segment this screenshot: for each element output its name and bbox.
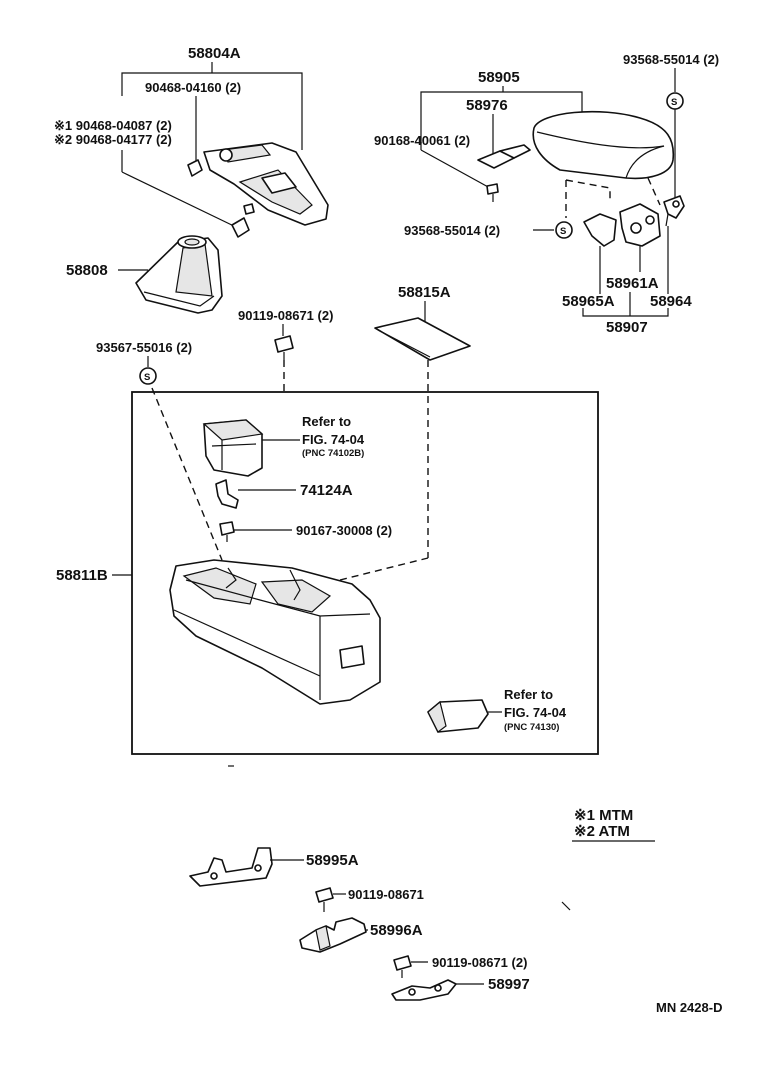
- group-refer-74130: Refer to FIG. 74-04 (PNC 74130): [427, 687, 567, 733]
- bracket-74124A[interactable]: [215, 479, 239, 509]
- label-74124A[interactable]: 74124A: [300, 482, 353, 499]
- group-58815A: 58815A: [374, 284, 471, 558]
- label-pnc-74130[interactable]: (PNC 74130): [504, 722, 559, 733]
- clip-90468-04087[interactable]: [231, 217, 250, 238]
- label-58815A[interactable]: 58815A: [398, 284, 451, 301]
- bolt-90119-08671-b[interactable]: [315, 887, 334, 903]
- group-90119-08671-b: 90119-08671: [315, 887, 424, 912]
- group-refer-74102B: Refer to FIG. 74-04 (PNC 74102B): [202, 414, 365, 477]
- clip-s-mid[interactable]: [555, 221, 573, 239]
- label-pnc-74102B[interactable]: (PNC 74102B): [302, 448, 364, 459]
- label-note2-part[interactable]: ※2 90468-04177 (2): [54, 132, 172, 147]
- label-58804A[interactable]: 58804A: [188, 45, 241, 62]
- label-58905[interactable]: 58905: [478, 69, 520, 86]
- label-93567-55016[interactable]: 93567-55016 (2): [96, 340, 192, 355]
- screw-90167-30008[interactable]: [219, 521, 235, 536]
- group-58808: 58808: [66, 235, 223, 314]
- label-58811B[interactable]: 58811B: [56, 567, 108, 584]
- label-90119-08671-c[interactable]: 90119-08671 (2): [432, 955, 527, 970]
- label-90119-08671-a[interactable]: 90119-08671 (2): [238, 308, 333, 323]
- group-90167-30008: 90167-30008 (2): [219, 521, 392, 542]
- group-58811B: 58811B: [56, 557, 429, 705]
- label-refer-2[interactable]: Refer to: [504, 687, 553, 702]
- group-90119-08671-a: 90119-08671 (2): [238, 308, 333, 392]
- group-58997: 58997: [391, 976, 530, 1001]
- label-58964[interactable]: 58964: [650, 293, 692, 310]
- group-90119-08671-c: 90119-08671 (2): [393, 955, 527, 978]
- bracket-58996A[interactable]: [299, 917, 367, 953]
- console-assembly-frame: [131, 391, 599, 755]
- bracket-58997[interactable]: [391, 979, 457, 1001]
- label-58808[interactable]: 58808: [66, 262, 108, 279]
- label-note1-part[interactable]: ※1 90468-04087 (2): [54, 118, 172, 133]
- label-90167-30008[interactable]: 90167-30008 (2): [296, 523, 392, 538]
- svg-text:S: S: [144, 372, 150, 383]
- label-58907[interactable]: 58907: [606, 319, 648, 336]
- svg-text:S: S: [671, 97, 677, 108]
- group-74124A: 74124A: [215, 479, 353, 509]
- label-refer-1[interactable]: Refer to: [302, 414, 351, 429]
- label-58976[interactable]: 58976: [466, 97, 508, 114]
- group-58804A: 58804A 90468-04160 (2) ※1 90468-04087 (2…: [54, 45, 329, 238]
- label-90119-08671-b[interactable]: 90119-08671: [348, 887, 424, 902]
- diagram-id: MN 2428-D: [656, 1000, 722, 1015]
- svg-text:S: S: [560, 226, 566, 237]
- clip-90468-04160[interactable]: [187, 159, 203, 177]
- label-58997[interactable]: 58997: [488, 976, 530, 993]
- group-93567-55016: 93567-55016 (2) S: [96, 340, 223, 561]
- label-58961A[interactable]: 58961A: [606, 275, 659, 292]
- label-58995A[interactable]: 58995A: [306, 852, 359, 869]
- bolt-90119-08671-a[interactable]: [274, 335, 294, 353]
- screw-90168-40061[interactable]: [486, 183, 499, 195]
- legend-mtm: ※1 MTM: [574, 807, 633, 824]
- bolt-90119-08671-c[interactable]: [393, 955, 412, 971]
- label-fig-74-04-a[interactable]: FIG. 74-04: [302, 432, 365, 447]
- label-90168-40061[interactable]: 90168-40061 (2): [374, 133, 470, 148]
- label-93568-55014-mid[interactable]: 93568-55014 (2): [404, 223, 500, 238]
- mat-58815A[interactable]: [374, 317, 471, 361]
- group-58905: 58905 58976 90168-40061 (2) 93568-55014 …: [374, 52, 719, 336]
- clip-s-93567[interactable]: [139, 367, 157, 385]
- group-58996A: 58996A: [299, 917, 423, 953]
- legend: ※1 MTM ※2 ATM: [572, 807, 655, 842]
- label-58965A[interactable]: 58965A: [562, 293, 615, 310]
- legend-atm: ※2 ATM: [574, 823, 630, 840]
- group-58995A: 58995A: [189, 847, 359, 887]
- bracket-58965A[interactable]: [583, 213, 617, 247]
- label-90468-04160[interactable]: 90468-04160 (2): [145, 80, 241, 95]
- label-58996A[interactable]: 58996A: [370, 922, 423, 939]
- label-93568-55014-top[interactable]: 93568-55014 (2): [623, 52, 719, 67]
- label-fig-74-04-b[interactable]: FIG. 74-04: [504, 705, 567, 720]
